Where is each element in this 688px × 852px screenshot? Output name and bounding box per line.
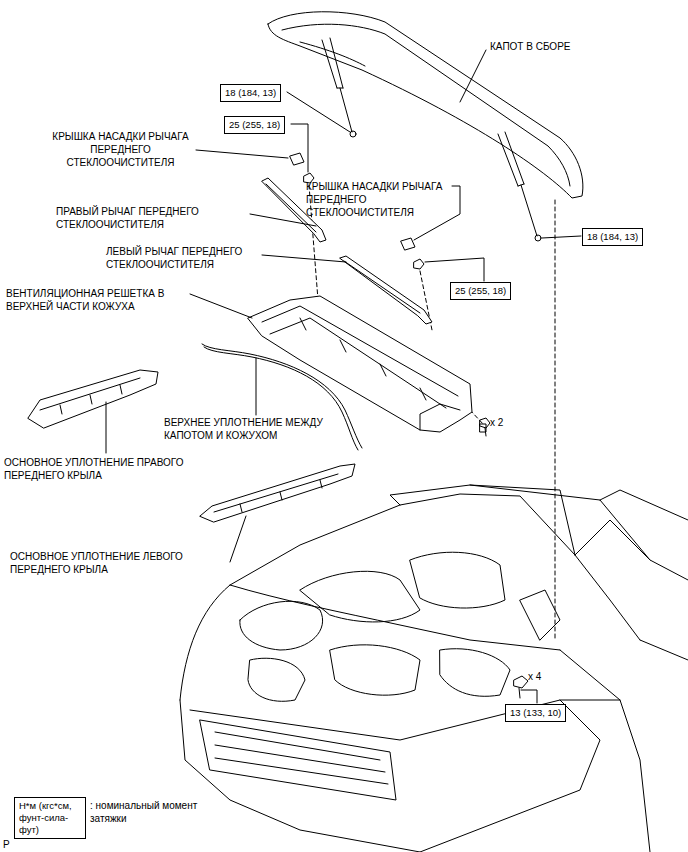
- torque-box: 13 (133, 10): [505, 704, 566, 722]
- torque-value: 18 (184, 13): [225, 87, 276, 99]
- vehicle: [180, 485, 688, 852]
- torque-box: 25 (255, 18): [450, 282, 511, 300]
- torque-value: Н*м (кгс*см, фунт-сила-фут): [19, 800, 81, 836]
- fender-seal-rh: [28, 370, 158, 428]
- part-label: ПРАВЫЙ РЫЧАГ ПЕРЕДНЕГО СТЕКЛООЧИСТИТЕЛЯ: [56, 205, 251, 231]
- part-label: : номинальный момент затяжки: [90, 799, 205, 825]
- torque-value: 13 (133, 10): [510, 707, 561, 719]
- torque-value: 25 (255, 18): [455, 285, 506, 297]
- hood-bolt: [514, 676, 528, 698]
- torque-value: 25 (255, 18): [229, 119, 280, 131]
- part-label: КАПОТ В СБОРЕ: [490, 40, 570, 53]
- part-label: P: [3, 838, 10, 851]
- part-label: ВЕРХНЕЕ УПЛОТНЕНИЕ МЕЖДУ КАПОТОМ И КОЖУХ…: [164, 416, 349, 442]
- part-label: x 4: [528, 670, 541, 683]
- part-label: ОСНОВНОЕ УПЛОТНЕНИЕ ПРАВОГО ПЕРЕДНЕГО КР…: [4, 456, 209, 482]
- fender-seal-lh: [200, 464, 355, 522]
- part-label: КРЫШКА НАСАДКИ РЫЧАГА ПЕРЕДНЕГО СТЕКЛООЧ…: [48, 130, 193, 169]
- leader-line: [106, 50, 581, 703]
- torque-box: 18 (184, 13): [582, 228, 643, 246]
- torque-box: 18 (184, 13): [220, 84, 281, 102]
- part-label: ЛЕВЫЙ РЫЧАГ ПЕРЕДНЕГО СТЕКЛООЧИСТИТЕЛЯ: [106, 245, 266, 271]
- torque-box: 25 (255, 18): [224, 116, 285, 134]
- part-label: ВЕНТИЛЯЦИОННАЯ РЕШЕТКА В ВЕРХНЕЙ ЧАСТИ К…: [6, 287, 186, 313]
- hood: [268, 12, 583, 198]
- cowl-louver: [248, 296, 486, 432]
- part-label: ОСНОВНОЕ УПЛОТНЕНИЕ ЛЕВОГО ПЕРЕДНЕГО КРЫ…: [10, 550, 215, 576]
- part-label: x 2: [490, 416, 503, 429]
- torque-value: 18 (184, 13): [587, 231, 638, 243]
- part-label: КРЫШКА НАСАДКИ РЫЧАГА ПЕРЕДНЕГО СТЕКЛООЧ…: [306, 180, 451, 219]
- torque-box: Н*м (кгс*см, фунт-сила-фут): [14, 797, 86, 839]
- screw: [480, 418, 490, 436]
